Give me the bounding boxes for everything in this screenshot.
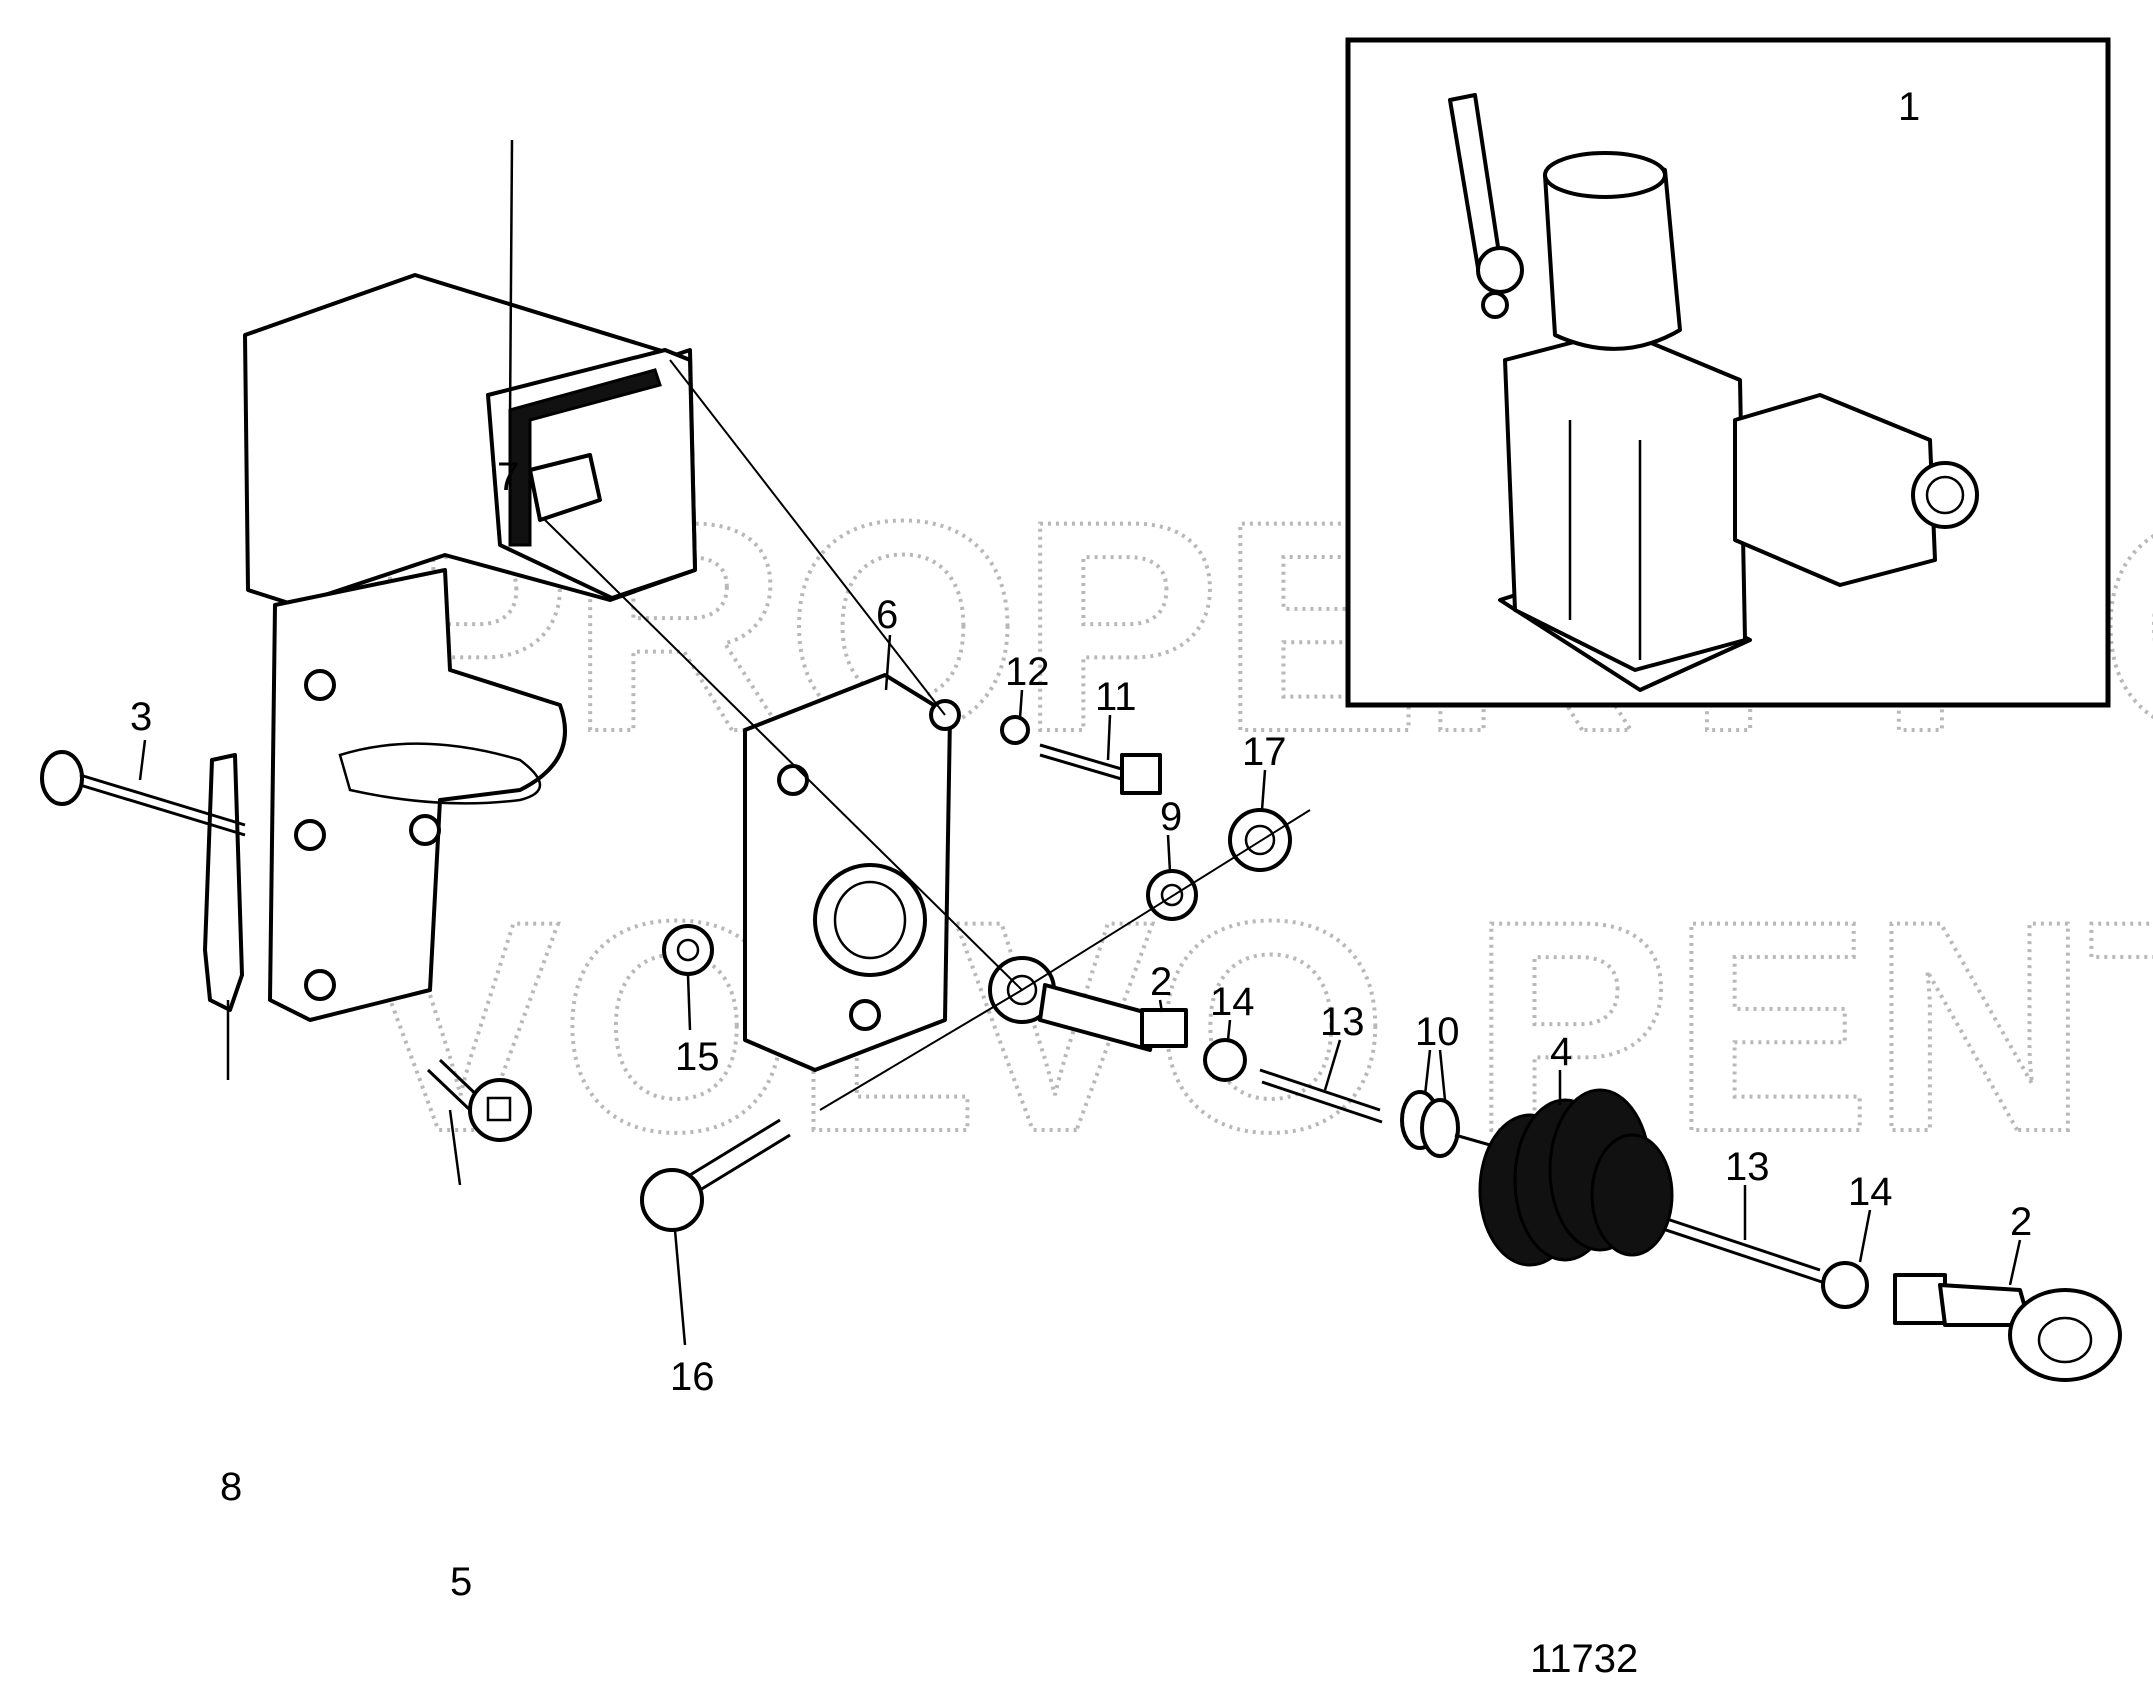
nut-part-17	[1228, 808, 1292, 872]
watermark-line-2: VOLVO PENTA	[360, 858, 2153, 1194]
leader-lines	[138, 139, 2022, 1346]
callout-3: 3	[130, 695, 152, 739]
inset-column	[1503, 328, 1747, 672]
callout-2b: 2	[2010, 1200, 2032, 1244]
callout-10: 10	[1415, 1010, 1460, 1054]
nut-part-14-right	[1821, 1261, 1869, 1309]
washers-part-10	[1400, 1090, 1460, 1158]
callout-9: 9	[1160, 795, 1182, 839]
threaded-rod-part-13-left	[1259, 1068, 1383, 1124]
housing-part-7	[243, 273, 697, 1022]
washer-part-12	[1000, 715, 1030, 745]
callout-5: 5	[450, 1560, 472, 1604]
callout-13b: 13	[1725, 1145, 1770, 1189]
nut-part-15	[662, 924, 714, 976]
bolt-part-11	[1039, 743, 1162, 795]
mounting-flange	[268, 568, 567, 1022]
bellows-part-4	[1454, 1088, 1674, 1267]
cover-plate-part-6	[743, 673, 961, 1072]
nut-part-14-left	[1203, 1038, 1247, 1082]
screw-part-5	[426, 1058, 532, 1142]
bolt-part-3	[40, 750, 246, 837]
spacer-part-9	[1146, 869, 1198, 921]
inset-connector	[1911, 461, 1979, 529]
callout-14b: 14	[1848, 1170, 1893, 1214]
housing-gasket	[508, 368, 662, 547]
callout-2a: 2	[1150, 960, 1172, 1004]
gasket-part-8	[203, 753, 244, 1012]
screw-part-16	[640, 1118, 791, 1232]
callout-14a: 14	[1210, 980, 1255, 1024]
drawing-number: 11732	[1530, 1637, 1638, 1681]
callout-15: 15	[675, 1035, 720, 1079]
callout-8: 8	[220, 1465, 242, 1509]
inset-side-housing	[1733, 393, 1937, 587]
callout-11: 11	[1095, 675, 1137, 719]
callout-6: 6	[876, 593, 898, 637]
callout-7: 7	[497, 455, 519, 499]
inset-assembly-view	[1345, 37, 2111, 708]
callout-4: 4	[1550, 1030, 1572, 1074]
rod-end-part-2-right	[1893, 1273, 2122, 1382]
cover-bearing	[813, 863, 927, 977]
callout-12: 12	[1005, 650, 1050, 694]
callout-1: 1	[1898, 85, 1920, 129]
callout-17: 17	[1242, 730, 1287, 774]
callout-16: 16	[670, 1355, 715, 1399]
callout-13a: 13	[1320, 1000, 1365, 1044]
